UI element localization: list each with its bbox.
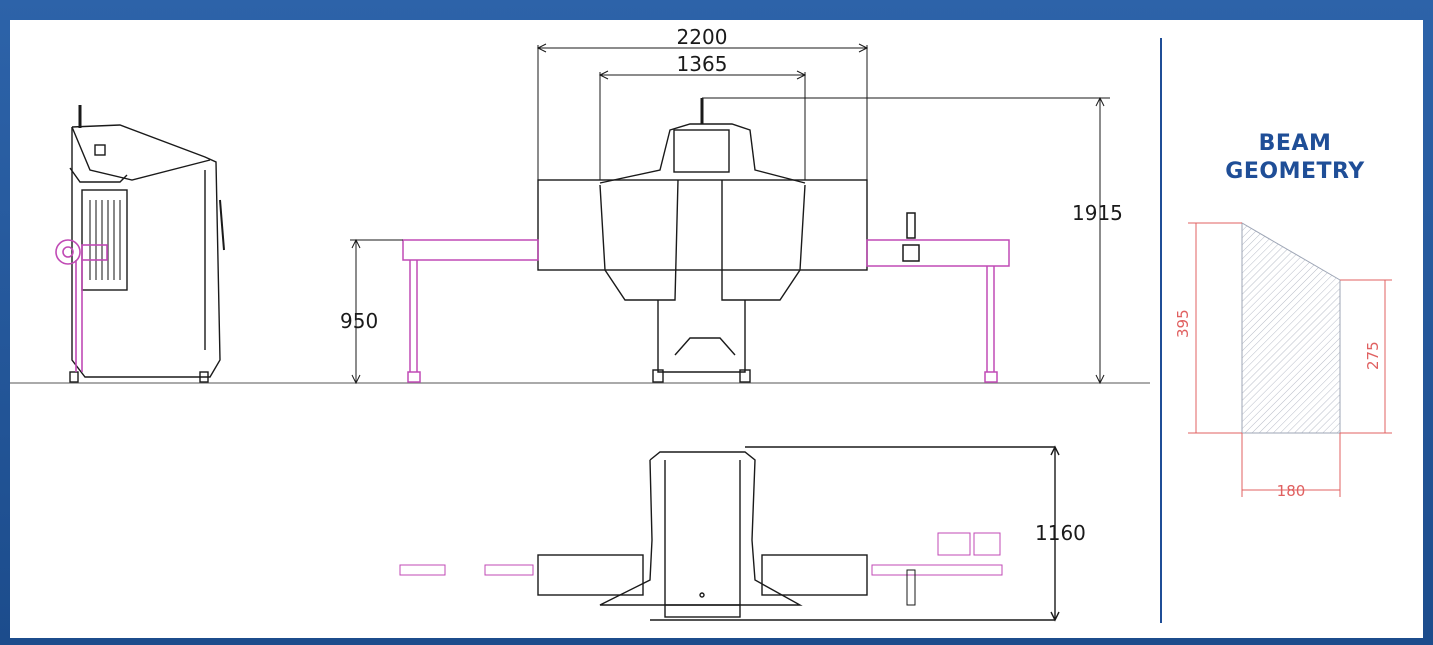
panel-title: BEAM GEOMETRY [1225, 131, 1365, 184]
dim-1365: 1365 [677, 52, 728, 76]
beam-cross-section [1241, 222, 1341, 434]
drawing-panel: BEAM GEOMETRY [10, 20, 1423, 638]
dim-1160: 1160 [1035, 521, 1086, 545]
top-handle [906, 569, 916, 606]
front-conveyor [402, 212, 1010, 383]
top-view [537, 445, 1060, 622]
beam-dim-180: 180 [1277, 482, 1306, 500]
dim-1915: 1915 [1072, 201, 1123, 225]
beam-dim-275: 275 [1364, 341, 1382, 370]
dim-950: 950 [340, 309, 378, 333]
section-divider [1160, 38, 1162, 623]
side-view [69, 105, 225, 383]
top-conveyor [399, 532, 1003, 576]
beam-dim-395: 395 [1174, 309, 1192, 338]
technical-drawing: 2200 1365 1915 950 1160 [10, 25, 1392, 622]
front-view [537, 98, 868, 383]
beam-geometry: 395 275 180 [1174, 222, 1392, 500]
side-motor [55, 239, 108, 372]
front-dimensions [350, 43, 1110, 385]
dim-2200: 2200 [677, 25, 728, 49]
